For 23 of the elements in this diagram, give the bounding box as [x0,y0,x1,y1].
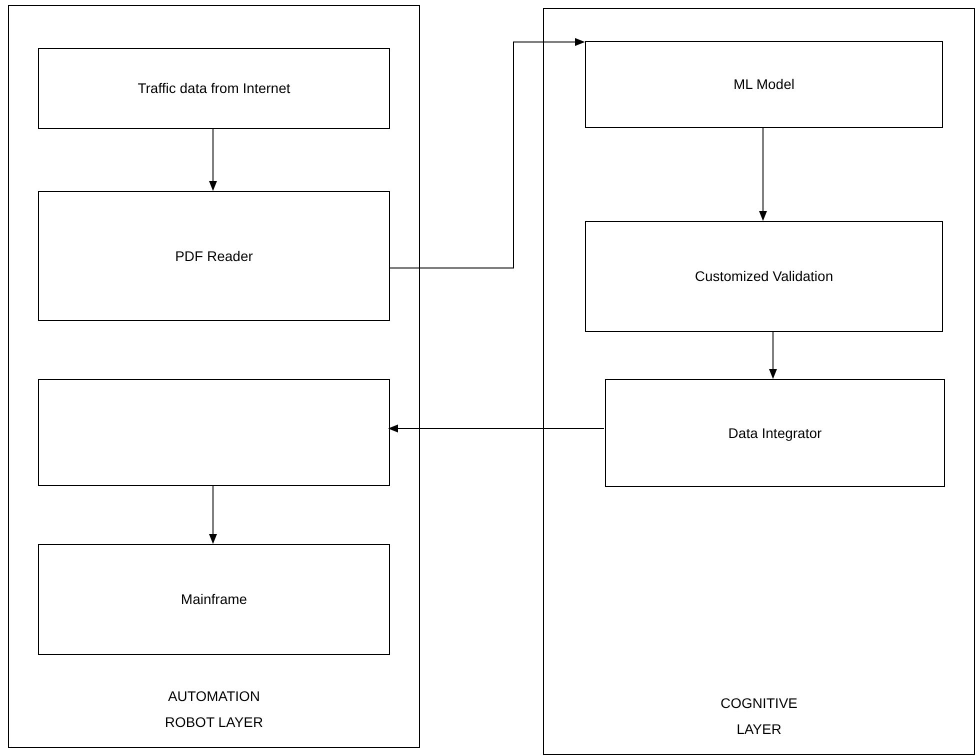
process-box [605,379,945,487]
box-label: Data Integrator [728,424,822,443]
process-box [38,48,390,129]
process-box [38,544,390,655]
arrow [759,126,767,221]
box-label: PDF Reader [175,246,253,266]
box-label: ML Model [734,75,794,94]
layer-label: AUTOMATION ROBOT LAYER [164,687,264,732]
layer-panel [543,8,975,755]
arrow [769,330,777,379]
process-box [585,41,943,128]
layer-panel [8,5,420,748]
process-box [38,379,390,486]
arrow [388,38,585,268]
box-label: Traffic data from Internet [138,79,290,98]
process-box [585,221,943,332]
arrow [209,128,217,191]
process-box [38,191,390,321]
box-label: Customized Validation [694,267,834,286]
arrow [388,424,604,432]
box-label: Mainframe [180,590,248,609]
arrow [209,484,217,544]
layer-label: COGNITIVE LAYER [719,694,798,739]
